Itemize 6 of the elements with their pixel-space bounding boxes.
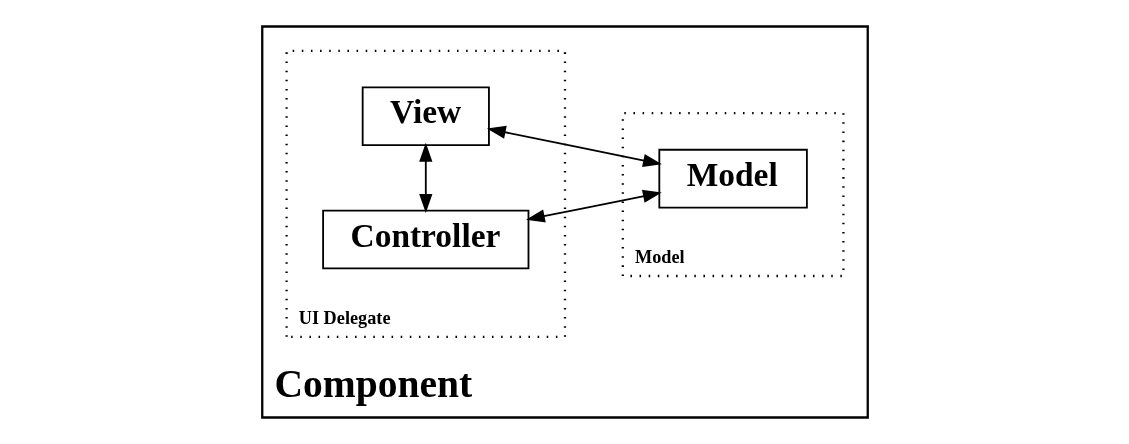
node-box: View — [361, 86, 490, 147]
node-box: Controller — [321, 209, 529, 270]
arrow — [418, 142, 432, 213]
arrow — [486, 125, 662, 168]
node-box: Model — [657, 148, 808, 209]
arrow — [525, 189, 662, 223]
